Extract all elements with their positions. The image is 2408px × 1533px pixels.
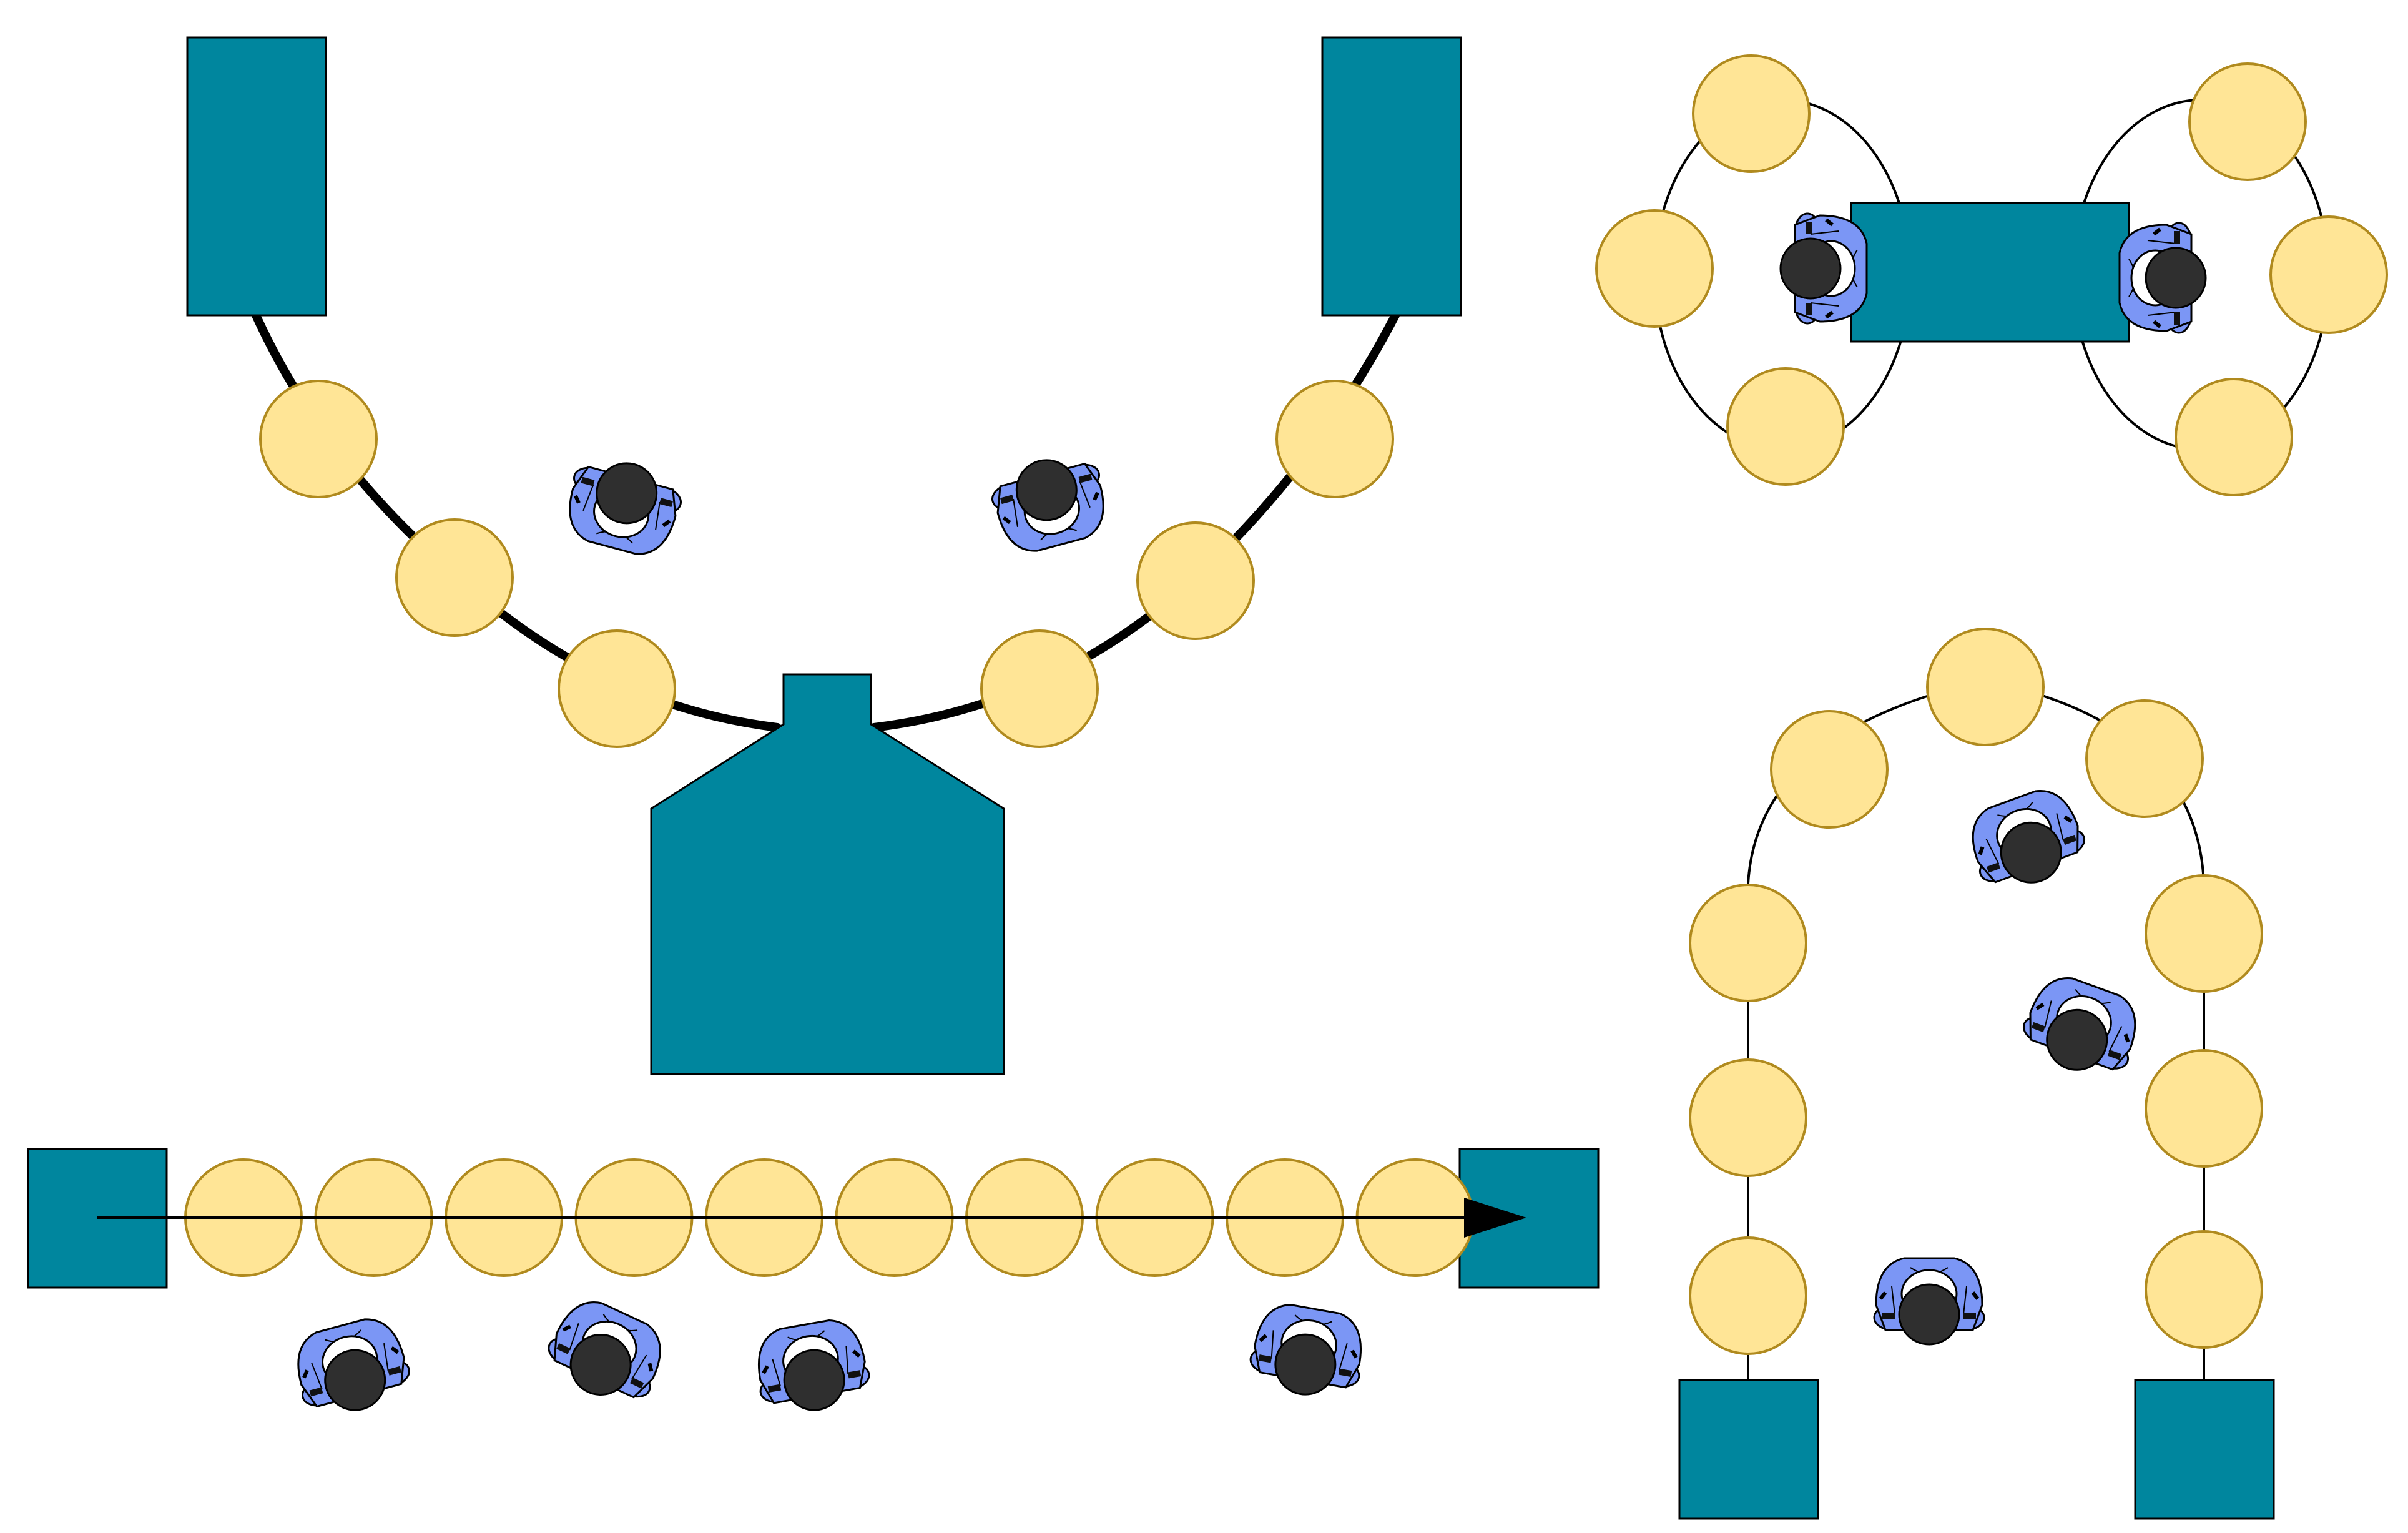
part-icon — [2145, 1230, 2263, 1349]
parts — [184, 54, 2388, 1355]
worker-icon — [986, 447, 1114, 559]
worker-icon — [750, 1315, 873, 1419]
worker-icon — [287, 1311, 416, 1423]
machine-icon — [1321, 36, 1462, 317]
part-icon — [259, 380, 378, 498]
worker-icon — [2120, 223, 2206, 333]
worker-icon — [538, 1291, 674, 1415]
part-icon — [1136, 521, 1255, 640]
part-icon — [1689, 1236, 1807, 1355]
part-icon — [2175, 378, 2293, 496]
machine-icon — [650, 673, 1005, 1075]
part-icon — [1595, 209, 1714, 328]
part-icon — [395, 518, 514, 637]
part-icon — [2145, 874, 2263, 993]
part-icon — [1692, 54, 1811, 173]
part-icon — [1275, 380, 1394, 498]
part-icon — [1926, 628, 2045, 746]
worker-icon — [1874, 1258, 1984, 1344]
part-icon — [558, 629, 676, 748]
part-icon — [1726, 367, 1845, 486]
part-icon — [2085, 699, 2204, 818]
machine-icon — [2134, 1379, 2275, 1520]
machine-icon — [186, 36, 327, 317]
part-icon — [1689, 1058, 1807, 1177]
worker-icon — [1781, 214, 1867, 323]
part-icon — [2145, 1049, 2263, 1168]
part-icon — [1770, 710, 1889, 829]
worker-icon — [559, 450, 687, 562]
arrows — [97, 1198, 1526, 1238]
worker-icon — [1246, 1299, 1369, 1403]
part-icon — [980, 629, 1099, 748]
worker-icon — [2015, 969, 2148, 1087]
part-icon — [1689, 884, 1807, 1002]
machines — [27, 36, 2275, 1520]
conveyor-line — [870, 311, 1400, 732]
part-icon — [2188, 62, 2307, 181]
machine-icon — [1678, 1379, 1819, 1520]
part-icon — [2269, 215, 2388, 334]
conveyor-line — [252, 311, 782, 732]
machine-icon — [1850, 202, 2130, 343]
flow-arrow-icon — [1464, 1198, 1526, 1238]
worker-icon — [1960, 781, 2093, 900]
